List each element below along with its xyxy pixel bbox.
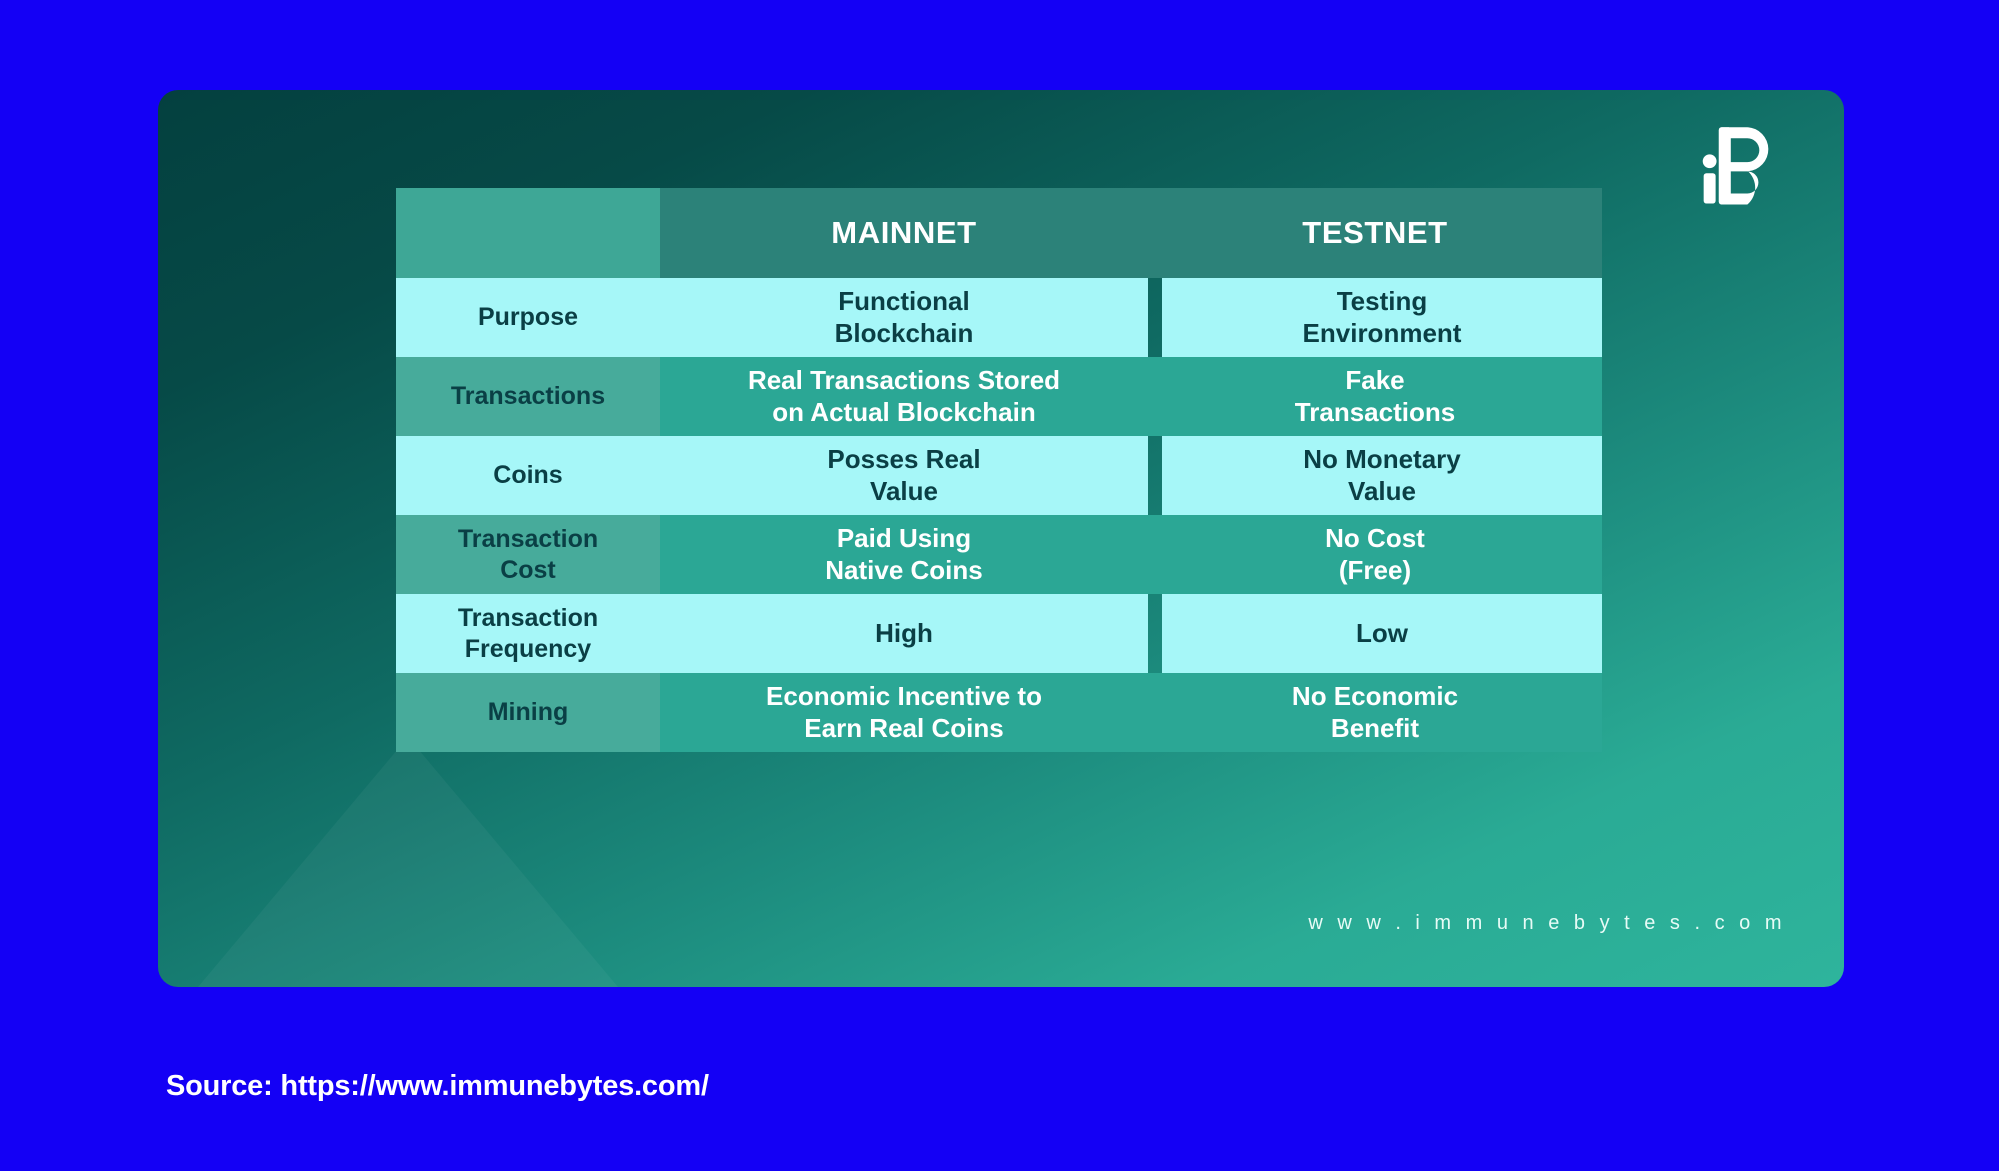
immunebytes-ib-monogram-icon	[1694, 118, 1786, 210]
website-url: w w w . i m m u n e b y t e s . c o m	[1308, 912, 1786, 934]
header-testnet: TESTNET	[1148, 188, 1602, 278]
row-label: Coins	[396, 436, 660, 515]
row-label-text: Coins	[493, 461, 563, 490]
row-label-text: Mining	[487, 698, 569, 727]
source-caption: Source: https://www.immunebytes.com/	[166, 1070, 709, 1102]
header-corner-cell	[396, 188, 660, 278]
row-label: Transactions	[396, 357, 660, 436]
row-label-text: Transactions	[450, 382, 606, 411]
row-label: Mining	[396, 673, 660, 752]
decorative-triangle	[198, 737, 618, 987]
row-label: Purpose	[396, 278, 660, 357]
header-mainnet: MAINNET	[660, 188, 1148, 278]
row-testnet-value: Low	[1162, 594, 1602, 673]
row-mainnet-value: High	[660, 594, 1148, 673]
row-testnet-value: No Cost(Free)	[1148, 515, 1602, 594]
row-mainnet-text: High	[875, 617, 933, 648]
row-label-text: Purpose	[477, 303, 579, 332]
row-testnet-text: No Cost(Free)	[1325, 522, 1425, 585]
table-header-row: MAINNET TESTNET	[396, 188, 1602, 278]
row-testnet-text: Low	[1356, 617, 1408, 648]
